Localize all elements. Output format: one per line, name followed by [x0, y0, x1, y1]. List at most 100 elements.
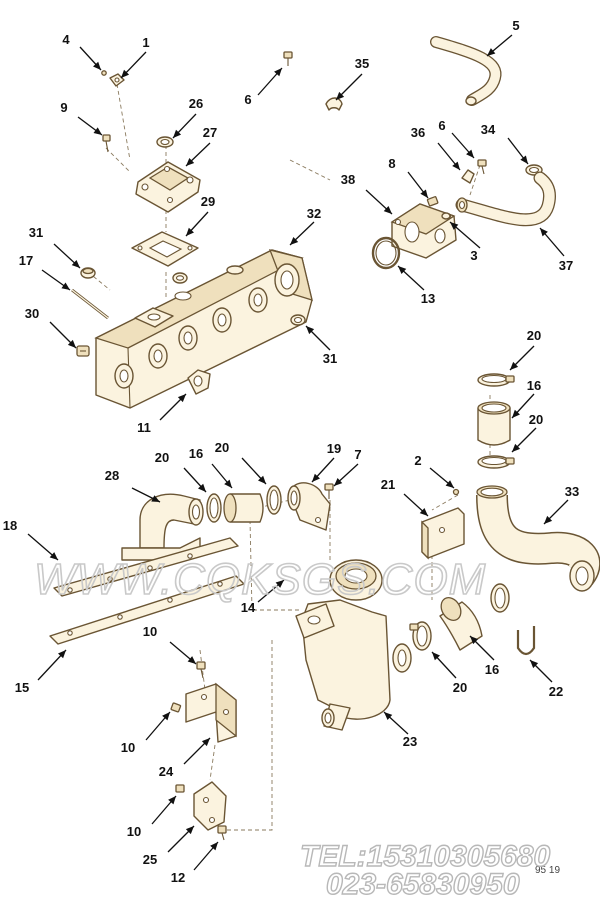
outlet-elbow-tube — [476, 485, 600, 592]
callout-18: 18 — [3, 518, 59, 561]
callout-34: 34 — [481, 122, 529, 165]
callout-number: 4 — [62, 32, 70, 47]
arrowhead — [290, 236, 299, 245]
callout-38: 38 — [341, 172, 393, 215]
callout-24: 24 — [159, 737, 211, 779]
callout-32: 32 — [289, 206, 321, 246]
arrowhead — [419, 508, 428, 516]
hose-clamp — [477, 455, 515, 469]
o-ring-seal — [156, 136, 174, 148]
hose-clamp — [266, 485, 282, 515]
callout-6-top: 6 — [244, 67, 283, 107]
arrowhead — [420, 189, 428, 198]
callout-number: 2 — [414, 453, 421, 468]
hose-clip — [325, 97, 343, 111]
callout-20-mid-a: 20 — [155, 450, 207, 493]
callout-19: 19 — [311, 441, 341, 483]
callout-7: 7 — [333, 447, 362, 487]
arrowhead — [306, 326, 315, 335]
callout-number: 16 — [189, 446, 203, 461]
housing-screw — [426, 196, 439, 207]
arrowhead — [334, 478, 343, 486]
callout-number: 14 — [241, 600, 256, 615]
callout-20-low: 20 — [431, 651, 467, 695]
callout-number: 20 — [215, 440, 229, 455]
callout-22: 22 — [529, 659, 563, 699]
arrowhead — [530, 660, 539, 669]
arrowhead — [93, 127, 102, 135]
bracket-screw — [175, 784, 185, 793]
port-gasket — [187, 369, 211, 395]
arrowhead — [398, 266, 407, 274]
callout-26: 26 — [172, 96, 203, 139]
callout-16-low: 16 — [469, 635, 499, 677]
watermark: WWW.CQKSGS.COM — [34, 555, 486, 604]
callout-number: 10 — [143, 624, 157, 639]
callout-number: 10 — [121, 740, 135, 755]
callout-number: 13 — [421, 291, 435, 306]
callout-number: 6 — [438, 118, 445, 133]
callout-number: 26 — [189, 96, 203, 111]
callout-10-c: 10 — [127, 795, 177, 839]
arrowhead — [336, 91, 345, 100]
callout-21: 21 — [381, 477, 429, 517]
mounting-screw — [477, 159, 487, 175]
callout-number: 1 — [142, 35, 149, 50]
arrowhead — [93, 61, 101, 70]
arrowhead — [384, 712, 393, 720]
arrowhead — [540, 228, 548, 237]
callout-28: 28 — [105, 468, 161, 503]
support-bracket — [421, 507, 465, 560]
callout-number: 30 — [25, 306, 39, 321]
callout-number: 6 — [244, 92, 251, 107]
callout-36: 36 — [411, 125, 461, 171]
bracket-clip — [461, 169, 475, 184]
callout-number: 22 — [549, 684, 563, 699]
callout-31-right: 31 — [305, 325, 337, 366]
callout-number: 9 — [60, 100, 67, 115]
callout-number: 36 — [411, 125, 425, 140]
hose-sleeve — [477, 401, 511, 446]
hose-clamp — [525, 164, 543, 176]
hose-clamp — [490, 583, 510, 613]
callout-16-mid: 16 — [189, 446, 233, 489]
thermostat-housing — [390, 203, 457, 259]
callout-25: 25 — [143, 825, 195, 867]
callout-12: 12 — [171, 841, 219, 885]
lower-bracket — [193, 781, 227, 831]
arrowhead — [186, 157, 195, 166]
hose-clamp — [206, 493, 222, 523]
callout-20-right: 20 — [511, 412, 543, 453]
callout-1: 1 — [120, 35, 150, 79]
hose-clamp — [477, 373, 515, 387]
callout-number: 20 — [529, 412, 543, 427]
callout-number: 3 — [470, 248, 477, 263]
hose-connector — [287, 482, 331, 531]
callout-number: 7 — [354, 447, 361, 462]
mounting-bracket — [185, 682, 237, 743]
callout-number: 24 — [159, 764, 174, 779]
arrowhead — [187, 656, 196, 664]
housing-seal-ring — [371, 236, 401, 270]
callout-29: 29 — [185, 194, 215, 237]
callout-number: 12 — [171, 870, 185, 885]
callout-number: 16 — [527, 378, 541, 393]
callout-number: 33 — [565, 484, 579, 499]
arrowhead — [121, 69, 130, 78]
callout-number: 11 — [137, 420, 151, 435]
arrowhead — [210, 842, 218, 851]
callout-number: 25 — [143, 852, 157, 867]
callout-number: 8 — [388, 156, 395, 171]
arrowhead — [452, 161, 460, 170]
arrowhead — [274, 68, 282, 77]
callout-3: 3 — [449, 221, 481, 263]
bracket-screw — [170, 702, 182, 713]
thermostat-housing-cover — [135, 161, 201, 213]
callout-10-a: 10 — [143, 624, 197, 665]
callout-number: 5 — [512, 18, 519, 33]
callout-number: 23 — [403, 734, 417, 749]
callout-15: 15 — [15, 649, 67, 695]
callout-9: 9 — [60, 100, 103, 136]
